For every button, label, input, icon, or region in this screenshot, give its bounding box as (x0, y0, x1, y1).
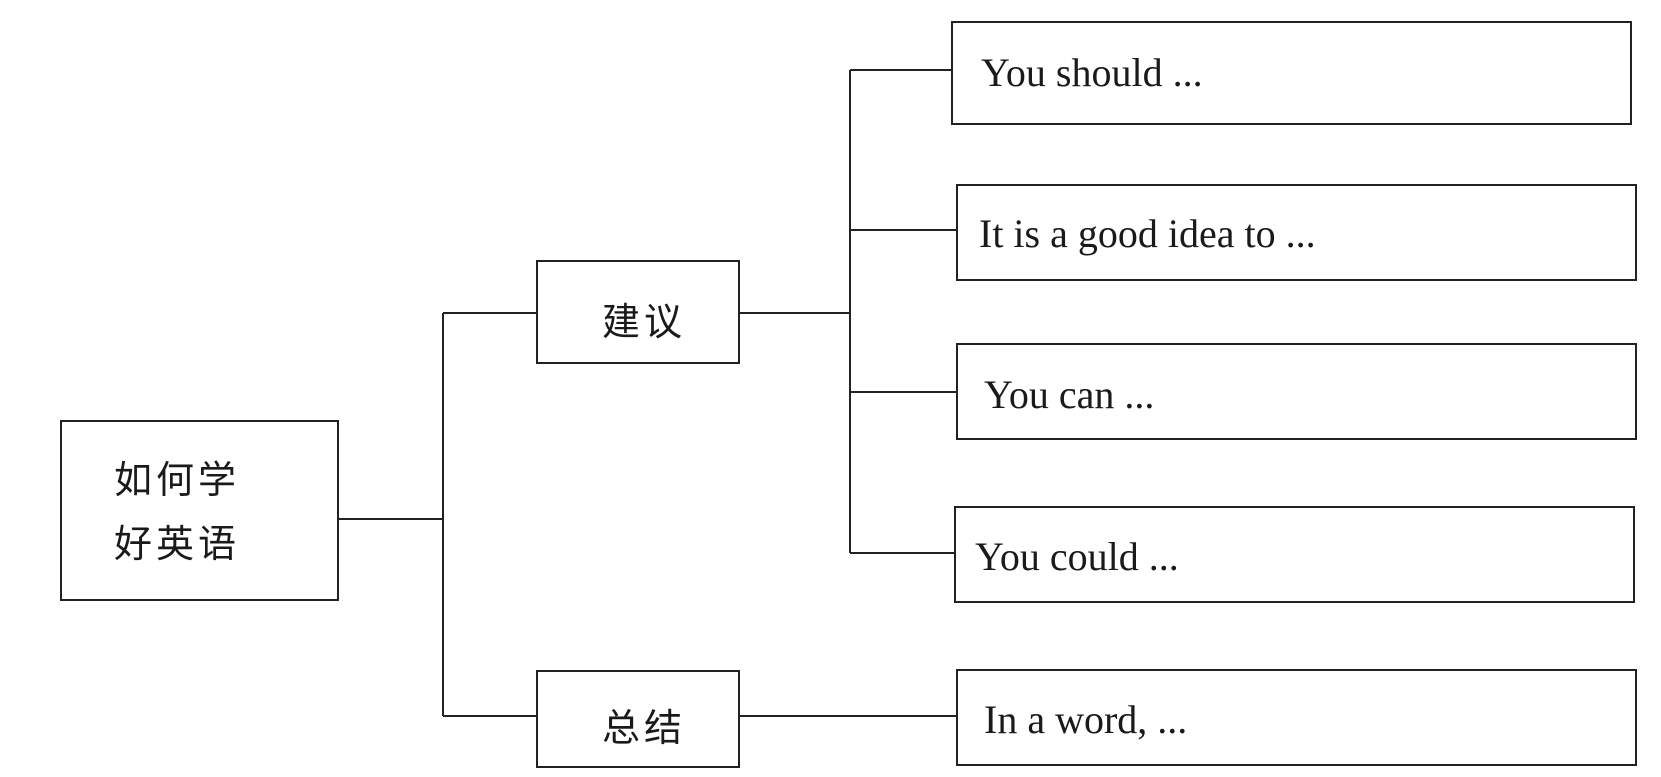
branch-suggest-node: 建议 (536, 260, 740, 364)
leaf-suggest-4-text: You could ... (975, 534, 1179, 579)
root-node-line-1: 如何学 (114, 458, 241, 502)
leaf-summary-1: In a word, ... (956, 669, 1637, 766)
leaf-suggest-2: It is a good idea to ... (956, 184, 1637, 281)
root-node: 如何学 好英语 (60, 420, 339, 601)
branch-summary-label: 总结 (602, 706, 687, 750)
leaf-suggest-1: You should ... (951, 21, 1632, 125)
leaf-suggest-3: You can ... (956, 343, 1637, 440)
branch-summary-node: 总结 (536, 670, 740, 768)
leaf-summary-1-text: In a word, ... (984, 697, 1188, 742)
root-node-line-2: 好英语 (114, 522, 241, 566)
leaf-suggest-2-text: It is a good idea to ... (979, 211, 1316, 256)
branch-suggest-label: 建议 (602, 300, 687, 344)
leaf-suggest-4: You could ... (954, 506, 1635, 603)
root-node-text: 如何学 好英语 (114, 448, 240, 576)
leaf-suggest-1-text: You should ... (981, 50, 1203, 95)
leaf-suggest-3-text: You can ... (984, 372, 1155, 417)
